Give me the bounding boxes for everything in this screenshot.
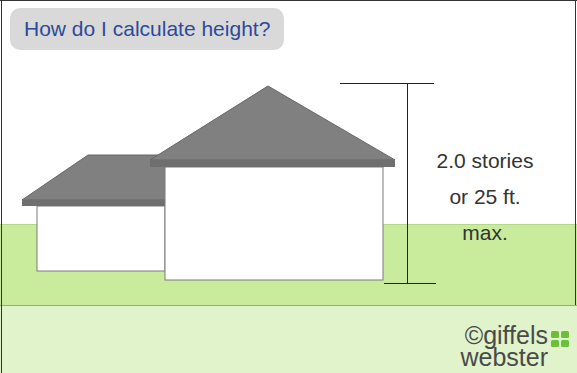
logo-text: ©giffels webster bbox=[430, 324, 548, 368]
band-edge bbox=[0, 305, 577, 306]
height-limit-text: 2.0 stories or 25 ft. max. bbox=[426, 143, 544, 251]
frame-left bbox=[1, 0, 2, 373]
title: How do I calculate height? bbox=[24, 17, 270, 41]
frame-right bbox=[575, 0, 576, 305]
frame-top bbox=[0, 0, 577, 1]
top-extension-line bbox=[340, 83, 434, 84]
small-house-eave bbox=[22, 200, 170, 206]
big-house-roof bbox=[150, 86, 395, 160]
logo-icon bbox=[551, 331, 569, 347]
lower-band bbox=[0, 305, 577, 373]
title-tab: How do I calculate height? bbox=[10, 8, 284, 50]
big-house-eave bbox=[150, 160, 395, 167]
small-house-roof bbox=[22, 155, 170, 200]
small-house-wall bbox=[37, 206, 165, 271]
bottom-extension-line bbox=[384, 283, 436, 284]
dimension-line bbox=[407, 83, 408, 283]
big-house-wall bbox=[165, 167, 383, 280]
